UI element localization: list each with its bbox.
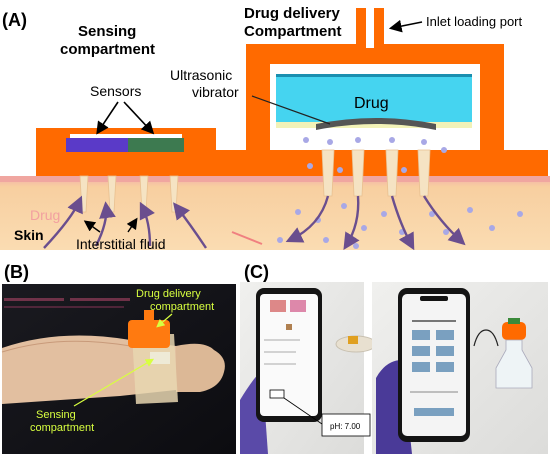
panel-a-letter: (A) [2,10,27,30]
b-sensing-label-line2: compartment [30,422,94,434]
wrist-strap [132,334,178,404]
ultrasonic-label-line1: Ultrasonic [170,67,232,83]
drug-small-label: Drug [30,207,60,223]
panel-b: (B) Drug delivery compartment Sensing co… [1,262,236,454]
phone-left-screen [260,294,318,416]
inlet-pointer [388,19,423,33]
drug-delivery-compartment [208,8,548,197]
b-sensing-label-line1: Sensing [36,409,76,421]
drug-delivery-label-line1: Drug delivery [244,5,341,22]
sensing-compartment-label-line1: Sensing [78,23,136,40]
bottle-device-cap [502,322,526,340]
drug-reservoir-label: Drug [354,95,389,112]
ph-callout-pointer [283,397,323,425]
device-sensing-patch [150,352,170,364]
inlet-loading-port-label: Inlet loading port [426,14,523,29]
drug-delivery-label-line2: Compartment [244,23,342,40]
b-sensing-pointer [73,358,155,407]
interstitial-pointer-a [83,220,101,233]
panel-b-letter: (B) [4,262,29,282]
ultrasonic-label-line2: vibrator [192,84,239,100]
sensors-pointer-right [123,101,155,135]
b-drug-delivery-label-line1: Drug delivery [136,288,201,300]
interstitial-fluid-label: Interstitial fluid [76,236,165,252]
sensor-left [66,138,128,152]
b-drug-delivery-label-line2: compartment [150,301,214,313]
phone-right-screen [402,294,466,436]
skin-label: Skin [14,227,44,243]
bottle [495,339,533,389]
diffusion-arrows [43,195,466,251]
sensing-compartment-label-line2: compartment [60,41,155,58]
sensor-right [128,138,184,152]
ultrasonic-vibrator [316,118,436,130]
device-drug-delivery [128,320,170,348]
ph-value-label: pH: 7.00 [330,422,361,431]
b-drug-pointer [156,313,173,328]
sensors-label: Sensors [90,83,141,99]
panel-c: (C) pH: 7.00 [240,262,548,454]
drug-reservoir [276,76,472,122]
ultrasonic-pointer [251,95,331,125]
arm [2,335,176,404]
drug-entry-arrow [231,231,263,245]
skin-surface [0,176,550,182]
sensors-pointer-left [96,101,119,135]
panel-c-letter: (C) [244,262,269,282]
interstitial-pointer-b [126,217,138,233]
ph-callout-box [321,413,371,437]
panel-a: (A) Sensing compartment Drug delivery Co… [0,5,550,252]
